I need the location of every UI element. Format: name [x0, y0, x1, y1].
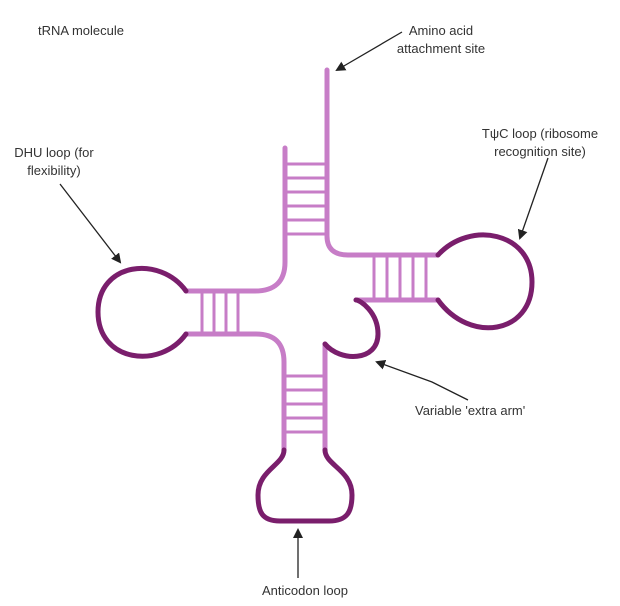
amino-acid-site-label: Amino acid attachment site — [386, 22, 496, 58]
variable-arm-label: Variable 'extra arm' — [415, 403, 526, 418]
variable-arm-arrow — [375, 360, 469, 401]
amino-acid-label-line2: attachment site — [396, 41, 486, 56]
dhu-loop — [95, 266, 189, 359]
dhu-label-line2: flexibility) — [27, 163, 81, 178]
dhu-label-line1: DHU loop (for — [14, 145, 94, 160]
d-arm-bottom-strand — [183, 331, 287, 453]
tpsic-label-line1: TψC loop (ribosome — [481, 126, 599, 141]
anticodon-loop — [255, 447, 355, 524]
tpsic-loop — [435, 232, 535, 331]
tpsic-label-line2: recognition site) — [494, 144, 586, 159]
diagram-title: tRNA molecule — [38, 23, 124, 38]
base-pair-rungs — [200, 162, 428, 434]
acceptor-5prime-strand — [183, 145, 288, 294]
dhu-loop-arrow — [59, 183, 122, 264]
anticodon-loop-label: Anticodon loop — [262, 583, 349, 598]
loops — [95, 232, 535, 524]
dhu-loop-label: DHU loop (for flexibility) — [4, 144, 104, 180]
tpsic-loop-arrow — [517, 157, 549, 240]
tpsic-loop-label: TψC loop (ribosome recognition site) — [470, 125, 610, 161]
annotation-arrows — [59, 31, 549, 578]
amino-acid-label-line1: Amino acid — [408, 23, 474, 38]
variable-extra-arm — [322, 297, 381, 359]
acceptor-3prime-strand — [324, 67, 441, 258]
amino-acid-arrow — [335, 31, 403, 72]
